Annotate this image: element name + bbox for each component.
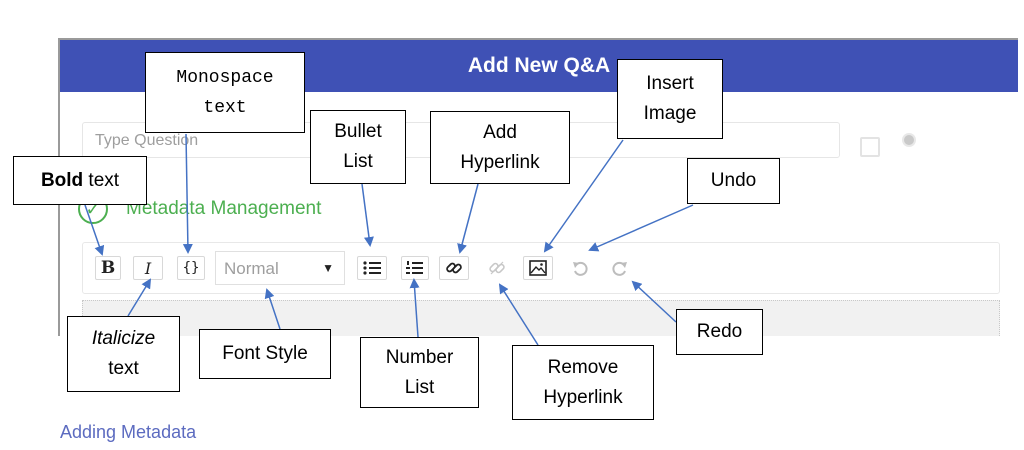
bullet-list-icon <box>363 261 381 275</box>
callout-bold-rest: text <box>83 169 120 191</box>
image-icon <box>529 260 547 276</box>
arrow-italic <box>127 278 152 317</box>
insert-image-button[interactable] <box>523 256 553 280</box>
callout-insert-image: Insert Image <box>617 59 723 139</box>
number-list-button[interactable] <box>401 256 429 280</box>
callout-undo: Undo <box>687 158 780 204</box>
callout-number-list: Number List <box>360 337 479 408</box>
callout-italic-em: Italicize <box>91 328 156 349</box>
arrow-remove-hyperlink <box>498 283 539 346</box>
arrow-add-hyperlink <box>457 183 479 254</box>
bold-button[interactable]: B <box>95 256 121 280</box>
callout-bullet-list: Bullet List <box>310 110 406 184</box>
number-list-icon <box>406 261 423 274</box>
add-hyperlink-button[interactable] <box>439 256 469 280</box>
callout-remove-hyperlink: Remove Hyperlink <box>512 345 654 420</box>
arrow-font-style <box>264 288 281 330</box>
callout-add-hyperlink: Add Hyperlink <box>430 111 570 184</box>
bullet-list-button[interactable] <box>357 256 387 280</box>
arrow-insert-image <box>543 139 624 253</box>
redo-button[interactable] <box>607 256 633 280</box>
adding-metadata-heading: Adding Metadata <box>60 422 197 442</box>
arrow-undo <box>588 204 694 252</box>
redo-icon <box>612 261 627 276</box>
callout-bold: Bold text <box>13 156 147 205</box>
remove-hyperlink-button[interactable] <box>483 256 511 280</box>
unlink-icon <box>489 261 505 275</box>
arrow-monospace <box>182 133 193 254</box>
arrow-number-list <box>409 278 420 338</box>
chevron-down-icon: ▼ <box>322 261 334 275</box>
callout-italic: Italicize text <box>67 316 180 392</box>
add-icon[interactable] <box>860 137 880 157</box>
callout-italic-rest: text <box>108 358 139 379</box>
monospace-button[interactable]: {} <box>177 256 205 280</box>
italic-button[interactable]: I <box>133 256 163 280</box>
code-icon: {} <box>182 260 200 276</box>
arrow-bullet-list <box>361 183 374 247</box>
undo-button[interactable] <box>567 256 593 280</box>
metadata-management-link[interactable]: Metadata Management <box>126 198 322 219</box>
radio-button[interactable] <box>902 133 916 147</box>
bold-icon: B <box>100 258 116 278</box>
callout-redo: Redo <box>676 309 763 355</box>
link-icon <box>446 262 462 274</box>
font-style-select[interactable]: Normal ▼ <box>215 251 345 285</box>
arrow-bold <box>84 204 105 256</box>
italic-icon: I <box>144 258 152 278</box>
undo-icon <box>573 261 588 276</box>
callout-bold-strong: Bold <box>40 169 84 191</box>
arrow-redo <box>631 280 677 323</box>
callout-font-style: Font Style <box>199 329 331 379</box>
callout-monospace: Monospace text <box>145 52 305 133</box>
editor-toolbar: B I {} Normal ▼ <box>82 242 1000 294</box>
font-style-value: Normal <box>224 259 279 278</box>
